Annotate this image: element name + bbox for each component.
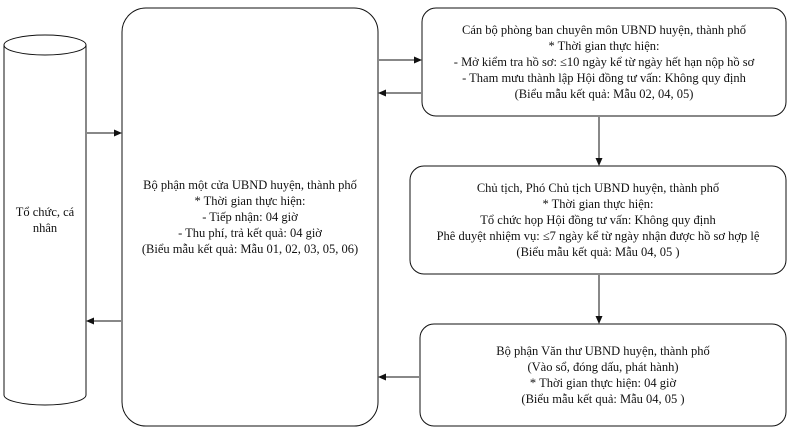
chairman-title: Chủ tịch, Phó Chủ tịch UBND huyện, thành… — [476, 181, 720, 195]
department-node: Cán bộ phòng ban chuyên môn UBND huyện, … — [422, 8, 786, 116]
chairman-line: Tổ chức họp Hội đồng tư vấn: Không quy đ… — [480, 213, 716, 227]
actor-cylinder-shape — [3, 34, 87, 406]
clerk-box-shape — [419, 323, 787, 427]
chairman-box-shape — [409, 165, 787, 275]
department-line: * Thời gian thực hiện: — [548, 39, 660, 53]
one-stop-node: Bộ phận một cửa UBND huyện, thành phố * … — [122, 8, 378, 426]
actor-label-line: nhân — [32, 221, 58, 235]
chairman-line: Phê duyệt nhiệm vụ: ≤7 ngày kể từ ngày n… — [436, 229, 760, 243]
actor-node: Tổ chức, cá nhân — [4, 55, 86, 385]
one-stop-line: (Biểu mẫu kết quả: Mẫu 01, 02, 03, 05, 0… — [141, 242, 359, 256]
clerk-node: Bộ phận Văn thư UBND huyện, thành phố (V… — [420, 324, 786, 426]
one-stop-box-shape — [121, 7, 379, 427]
clerk-line: (Vào sổ, đóng dấu, phát hành) — [527, 360, 679, 374]
actor-label-line: Tổ chức, cá — [15, 205, 75, 219]
one-stop-line: - Thu phí, trả kết quả: 04 giờ — [178, 226, 322, 240]
clerk-title: Bộ phận Văn thư UBND huyện, thành phố — [496, 344, 710, 358]
department-box-shape — [421, 7, 787, 117]
department-line: - Mở kiểm tra hồ sơ: ≤10 ngày kể từ ngày… — [453, 55, 755, 69]
department-title: Cán bộ phòng ban chuyên môn UBND huyện, … — [462, 23, 746, 37]
department-line: (Biểu mẫu kết quả: Mẫu 02, 04, 05) — [514, 87, 694, 101]
one-stop-line: * Thời gian thực hiện: — [194, 194, 306, 208]
one-stop-title: Bộ phận một cửa UBND huyện, thành phố — [143, 178, 357, 192]
clerk-line: (Biểu mẫu kết quả: Mẫu 04, 05 ) — [521, 392, 685, 406]
chairman-line: * Thời gian thực hiện: — [542, 197, 654, 211]
one-stop-line: - Tiếp nhận: 04 giờ — [202, 210, 298, 224]
chairman-node: Chủ tịch, Phó Chủ tịch UBND huyện, thành… — [410, 166, 786, 274]
clerk-line: * Thời gian thực hiện: 04 giờ — [529, 376, 677, 390]
department-line: - Tham mưu thành lập Hội đồng tư vấn: Kh… — [462, 71, 746, 85]
chairman-line: (Biểu mẫu kết quả: Mẫu 04, 05 ) — [516, 245, 680, 259]
